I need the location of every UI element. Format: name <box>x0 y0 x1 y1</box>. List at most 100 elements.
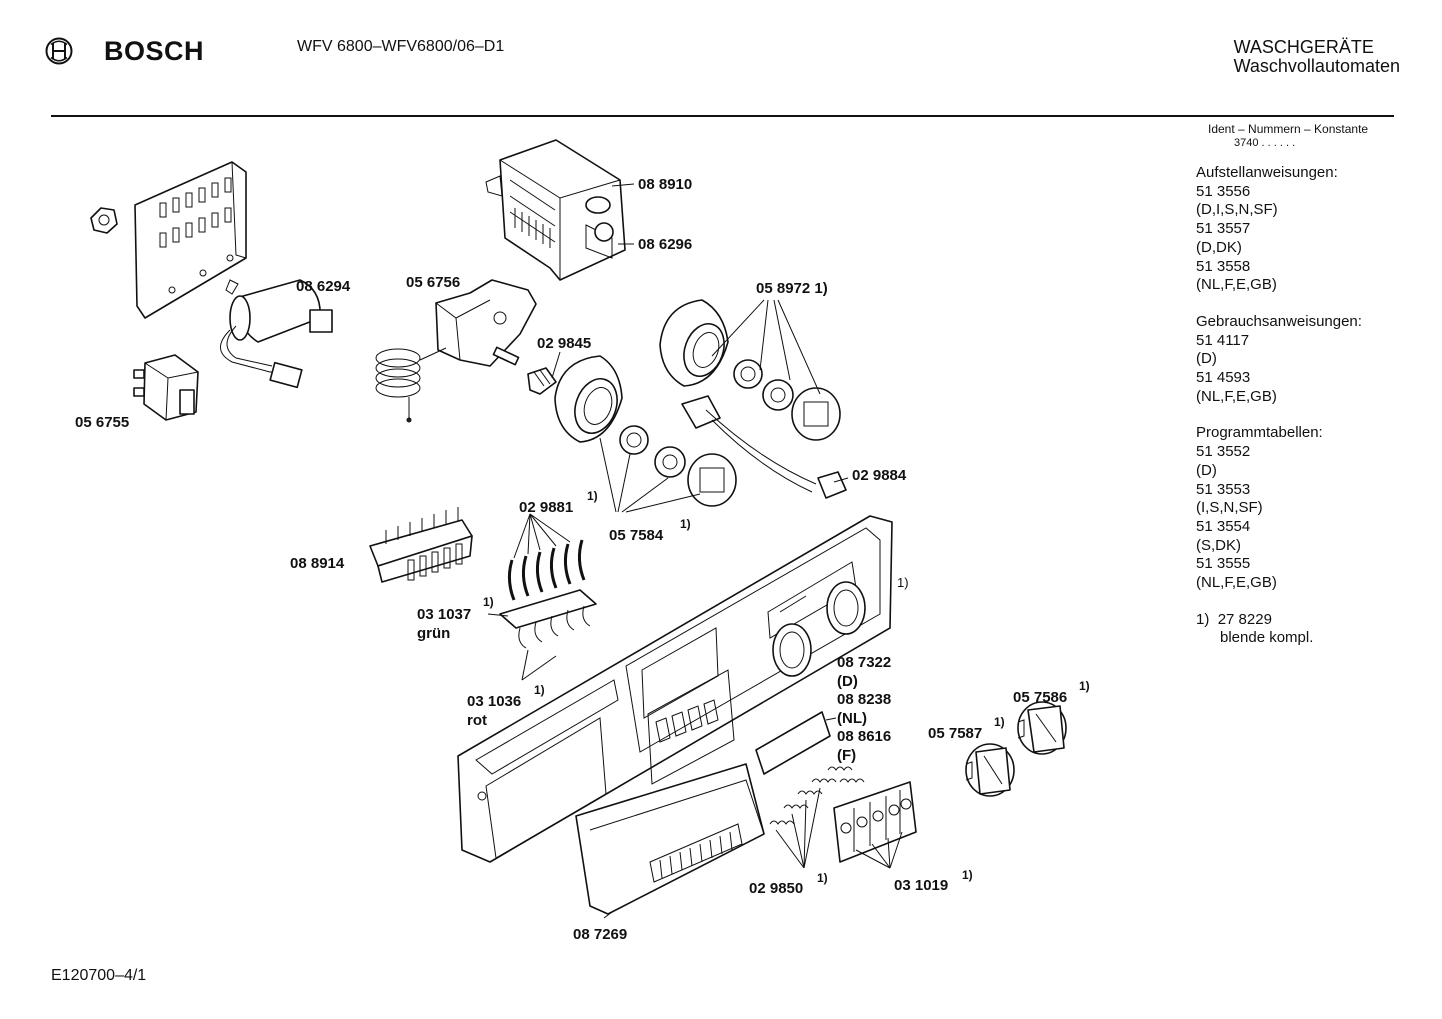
connector-part-029845 <box>527 367 557 395</box>
footnote-ref: 1) <box>994 715 1005 729</box>
footnote-ref: 1) <box>680 517 691 531</box>
section-line: (NL,F,E,GB) <box>1196 276 1277 294</box>
section-line: (D,I,S,N,SF) <box>1196 201 1278 219</box>
category-subtitle: Waschvollautomaten <box>1233 56 1400 76</box>
header-rule <box>51 115 1394 117</box>
section-title: Gebrauchsanweisungen: <box>1196 312 1362 330</box>
section-line: (NL,F,E,GB) <box>1196 574 1277 592</box>
footnote-ref: 1) <box>587 489 598 503</box>
push-buttons-part <box>833 781 917 863</box>
label-029850: 02 9850 <box>749 880 803 897</box>
label-029884: 02 9884 <box>852 467 907 484</box>
label-086296: 08 6296 <box>638 236 692 253</box>
section-programmtabellen: Programmtabellen: 51 3552 (D) 51 3553 (I… <box>1196 424 1368 592</box>
ident-value: 3740 . . . . . . <box>1234 137 1296 149</box>
label-031019: 03 1019 <box>894 877 948 894</box>
section-line: 51 3558 <box>1196 257 1251 275</box>
section-aufstellanweisungen: Aufstellanweisungen: 51 3556 (D,I,S,N,SF… <box>1196 164 1368 295</box>
brand-name: BOSCH <box>104 36 205 66</box>
section-line: (S,DK) <box>1196 536 1241 554</box>
label-058972: 05 8972 1) <box>756 280 828 297</box>
spring-ring-right <box>733 359 763 389</box>
section-line: (D,DK) <box>1196 238 1242 256</box>
contact-block-part <box>369 507 473 583</box>
knob-base-left <box>687 453 737 507</box>
section-line: 51 3552 <box>1196 443 1251 461</box>
section-line: (D) <box>1196 461 1217 479</box>
label-031037-color: grün <box>417 625 450 642</box>
footnote-value: 27 8229 <box>1217 610 1272 628</box>
lock-ring-right <box>762 379 794 411</box>
section-line: 51 3553 <box>1196 480 1251 498</box>
programmer-unit <box>485 139 626 281</box>
label-057584: 05 7584 <box>609 527 664 544</box>
circuit-board-plate <box>134 161 247 319</box>
label-086294: 08 6294 <box>296 278 351 295</box>
footnote-ref: 1) <box>483 595 494 609</box>
section-line: 51 4117 <box>1196 331 1250 349</box>
label-057587: 05 7587 <box>928 725 982 742</box>
label-087322-country: (D) <box>837 673 858 690</box>
knob-cap-right <box>659 299 729 387</box>
category-heading: WASCHGERÄTE Waschvollautomaten <box>1234 38 1400 76</box>
knob-base-right <box>791 387 841 441</box>
capacitor-part <box>220 279 333 389</box>
label-031036: 03 1036 <box>467 693 521 710</box>
section-title: Programmtabellen: <box>1196 424 1323 442</box>
footnote: 1) 27 8229 blende kompl. <box>1196 611 1368 648</box>
label-029845: 02 9845 <box>537 335 591 352</box>
spring-ring-left <box>619 425 649 455</box>
label-087269: 08 7269 <box>573 926 627 943</box>
label-088616: 08 8616 <box>837 728 891 745</box>
label-031037: 03 1037 <box>417 606 471 623</box>
section-line: 51 3556 <box>1196 182 1251 200</box>
label-056755: 05 6755 <box>75 414 129 431</box>
section-line: 51 3555 <box>1196 555 1251 573</box>
panel-footnote-ref: 1) <box>897 575 909 590</box>
push-springs-part <box>769 766 865 825</box>
section-title: Aufstellanweisungen: <box>1196 164 1338 181</box>
section-gebrauchsanweisungen: Gebrauchsanweisungen: 51 4117 (D) 51 459… <box>1196 313 1368 407</box>
bosch-logo-icon <box>45 37 73 65</box>
transformer-part <box>133 354 199 421</box>
section-line: (D) <box>1196 350 1217 368</box>
rotary-knob-057586 <box>1017 701 1067 755</box>
footnote-marker: 1) <box>1196 610 1210 628</box>
label-087322: 08 7322 <box>837 654 891 671</box>
coil-spring-part <box>375 347 447 423</box>
footnote-ref: 1) <box>534 683 545 697</box>
program-label-strip <box>755 711 831 775</box>
front-panel <box>457 515 893 863</box>
contact-strip-part <box>499 589 597 649</box>
lock-ring-left <box>654 446 686 478</box>
leader-lines <box>487 183 903 919</box>
section-line: 51 3554 <box>1196 517 1251 535</box>
model-title: WFV 6800–WFV6800/06–D1 <box>297 38 505 55</box>
section-line: 51 3557 <box>1196 220 1251 238</box>
switch-part <box>435 279 537 367</box>
label-029881: 02 9881 <box>519 499 573 516</box>
document-info-panel: Ident – Nummern – Konstante 3740 . . . .… <box>1196 122 1368 648</box>
section-line: 51 4593 <box>1196 369 1251 387</box>
label-056756: 05 6756 <box>406 274 460 291</box>
category-title: WASCHGERÄTE <box>1233 37 1374 57</box>
nut <box>90 207 118 234</box>
label-057586: 05 7586 <box>1013 689 1067 706</box>
footnote-ref: 1) <box>817 871 828 885</box>
contact-springs-part <box>507 539 586 601</box>
label-088238: 08 8238 <box>837 691 891 708</box>
ident-title: Ident – Nummern – Konstante <box>1208 122 1369 136</box>
label-031036-color: rot <box>467 712 487 729</box>
part-labels: 08 8910 08 6296 08 6294 05 6756 05 8972 … <box>75 176 1090 943</box>
drawer-handle-part <box>575 763 765 915</box>
drawing-code: E120700–4/1 <box>51 967 147 984</box>
section-line: (NL,F,E,GB) <box>1196 387 1277 405</box>
label-088238-country: (NL) <box>837 710 867 727</box>
rotary-knob-057587 <box>965 743 1015 797</box>
label-088616-country: (F) <box>837 747 856 764</box>
label-088910: 08 8910 <box>638 176 692 193</box>
lamp-connector-part <box>681 395 847 499</box>
section-line: (I,S,N,SF) <box>1196 499 1263 517</box>
footnote-ref: 1) <box>1079 679 1090 693</box>
label-088914: 08 8914 <box>290 555 345 572</box>
